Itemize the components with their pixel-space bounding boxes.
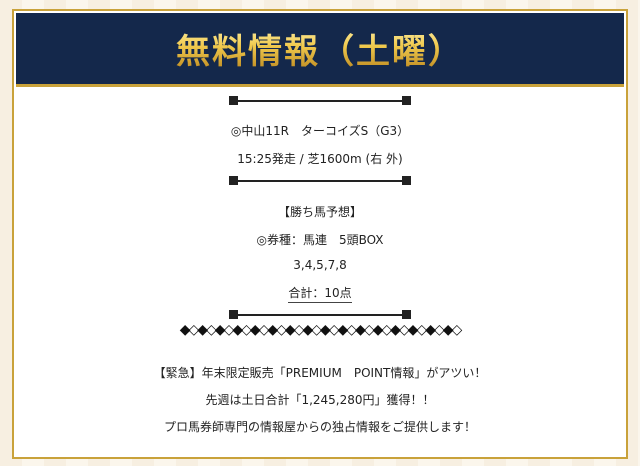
divider-square-icon	[402, 310, 411, 319]
race-info: 15:25発走 / 芝1600m (右 外)	[237, 152, 403, 166]
divider-middle	[229, 176, 411, 186]
notice-line-2: 先週は土日合計「1,245,280円」獲得！！	[205, 393, 435, 407]
diamond-ornament: ◆◇◆◇◆◇◆◇◆◇◆◇◆◇◆◇◆◇◆◇◆◇◆◇◆◇◆◇◆◇◆◇	[179, 322, 463, 338]
divider-square-icon	[229, 96, 238, 105]
divider-bottom	[229, 310, 411, 320]
notice-line-1: 【緊急】年末限定販売「PREMIUM POINT情報」がアツい！	[153, 366, 487, 380]
info-panel: 無料情報（土曜）	[12, 9, 628, 459]
ticket-type: ◎券種：馬連 5頭BOX	[256, 233, 384, 247]
prediction-heading: 【勝ち馬予想】	[277, 205, 362, 219]
divider-square-icon	[402, 176, 411, 185]
header-banner: 無料情報（土曜）	[16, 13, 624, 87]
divider-square-icon	[402, 96, 411, 105]
notice-line-3: プロ馬券師専門の情報屋からの独占情報をご提供します！	[163, 420, 476, 434]
divider-square-icon	[229, 176, 238, 185]
divider-square-icon	[229, 310, 238, 319]
total-points: 合計：10点	[288, 284, 352, 303]
horse-numbers: 3,4,5,7,8	[293, 258, 347, 272]
race-name: ◎中山11R ターコイズS（G3）	[230, 124, 410, 138]
divider-top	[229, 96, 411, 106]
banner-title: 無料情報（土曜）	[176, 24, 464, 73]
